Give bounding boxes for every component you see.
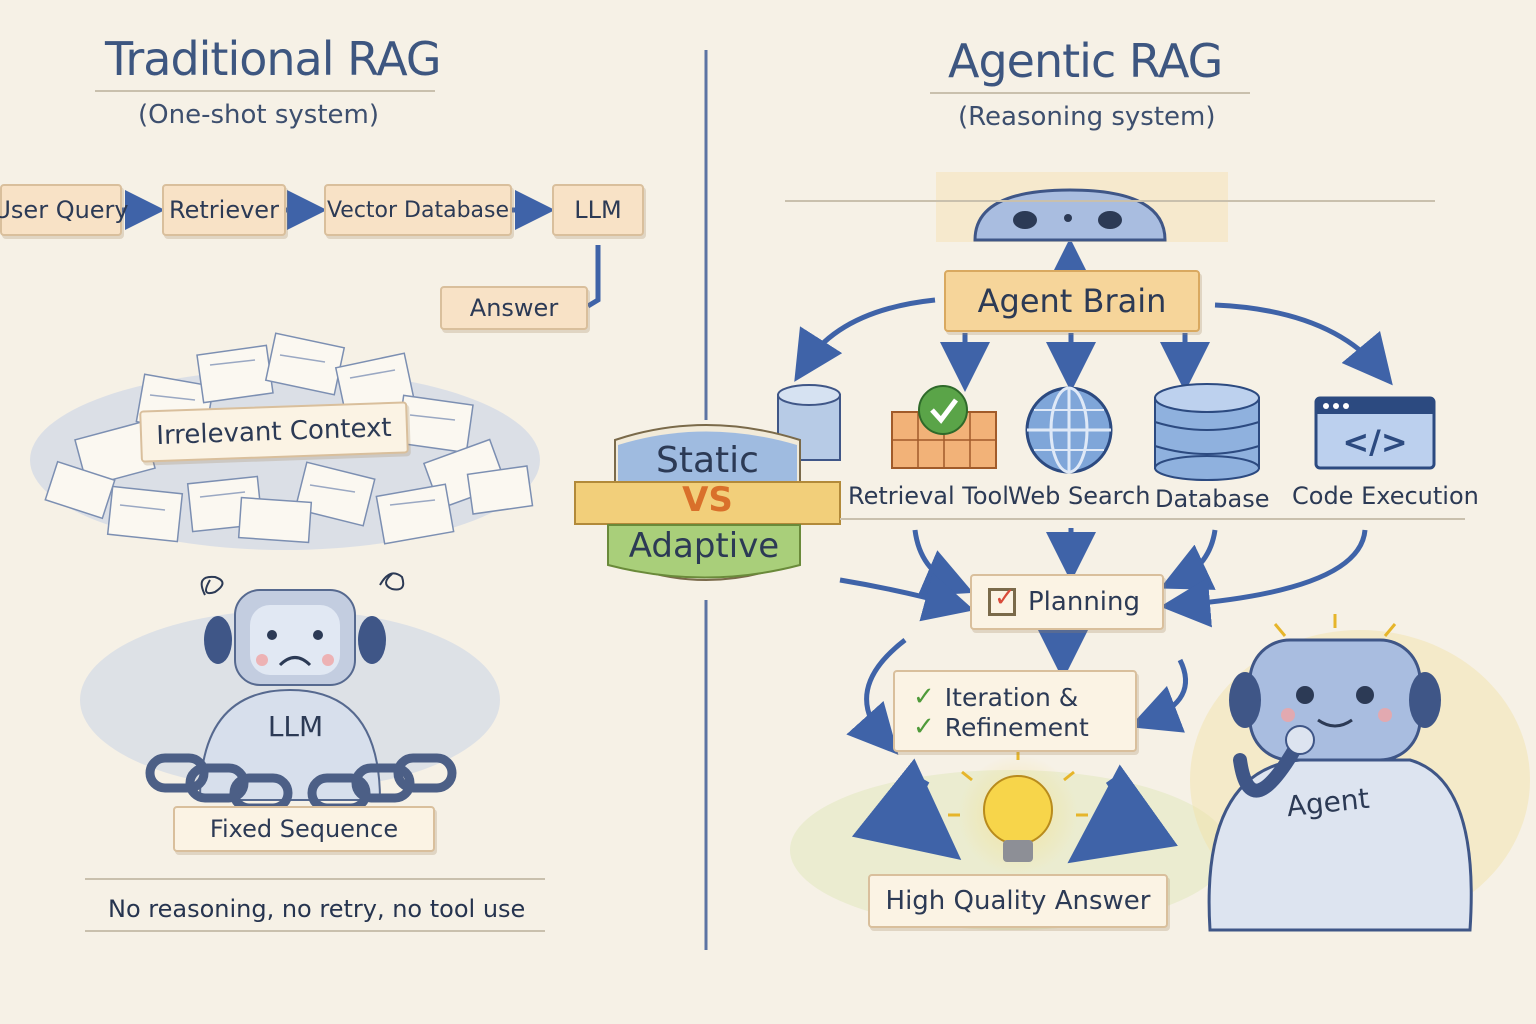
tool-label-web-search: Web Search <box>1008 482 1151 510</box>
robot-head-icon <box>936 172 1228 242</box>
footer-rule-top <box>85 878 545 880</box>
sad-robot <box>80 572 500 801</box>
right-section-rule <box>785 200 1435 202</box>
left-footer-note: No reasoning, no retry, no tool use <box>108 895 526 923</box>
chain-icon <box>145 753 457 813</box>
pipeline-user-query: User Query <box>0 184 129 236</box>
left-title: Traditional RAG <box>105 32 442 86</box>
brain-arrows <box>794 238 1393 392</box>
svg-text:</>: </> <box>1342 423 1407 461</box>
lightbulb-icon <box>948 748 1088 875</box>
check-icon: ✓ <box>913 682 935 712</box>
fixed-sequence-label: Fixed Sequence <box>173 806 435 852</box>
checkbox-icon: ✓ <box>988 583 1016 616</box>
left-subtitle: (One-shot system) <box>138 100 379 130</box>
code-icon: </> <box>1314 396 1436 470</box>
iteration-box: ✓ Iteration & ✓ Refinement <box>893 670 1137 752</box>
agent-brain-box: Agent Brain <box>944 270 1200 332</box>
database-icon <box>1154 383 1260 481</box>
static-label: Static <box>656 440 759 481</box>
iteration-label: Iteration & <box>944 682 1079 712</box>
tools-rule <box>840 518 1465 520</box>
pipeline-retriever: Retriever <box>162 184 286 236</box>
tool-label-retrieval: Retrieval Tool <box>848 482 1009 510</box>
planning-label: Planning <box>1028 587 1140 617</box>
llm-robot-label: LLM <box>267 710 324 743</box>
irrelevant-context-label: Irrelevant Context <box>139 401 409 463</box>
pipeline-vector-database: Vector Database <box>324 184 512 236</box>
answer-arrows <box>851 758 1178 864</box>
iteration-row-2: ✓ Refinement <box>913 712 1135 742</box>
retrieval-tool-icon <box>891 385 997 469</box>
pipeline-llm: LLM <box>552 184 644 236</box>
vs-label: VS <box>682 480 733 520</box>
right-title: Agentic RAG <box>948 34 1223 88</box>
agent-robot <box>1190 614 1530 932</box>
vs-banner-graphic <box>574 424 841 581</box>
planning-box: ✓ Planning <box>970 574 1164 630</box>
iteration-row-1: ✓ Iteration & <box>913 682 1135 712</box>
check-icon: ✓ <box>913 712 935 742</box>
tool-label-code-execution: Code Execution <box>1292 482 1479 510</box>
left-title-rule <box>95 90 435 92</box>
answer-box: Answer <box>440 286 588 330</box>
adaptive-label: Adaptive <box>628 526 780 566</box>
tool-label-database: Database <box>1155 485 1270 513</box>
planning-arrows <box>839 528 1368 755</box>
high-quality-answer-box: High Quality Answer <box>868 874 1168 928</box>
footer-rule-bottom <box>85 930 545 932</box>
globe-icon <box>1025 386 1113 474</box>
pipeline-arrows <box>122 190 601 309</box>
right-subtitle: (Reasoning system) <box>958 102 1216 132</box>
refinement-label: Refinement <box>944 712 1089 742</box>
right-title-rule <box>930 92 1250 94</box>
